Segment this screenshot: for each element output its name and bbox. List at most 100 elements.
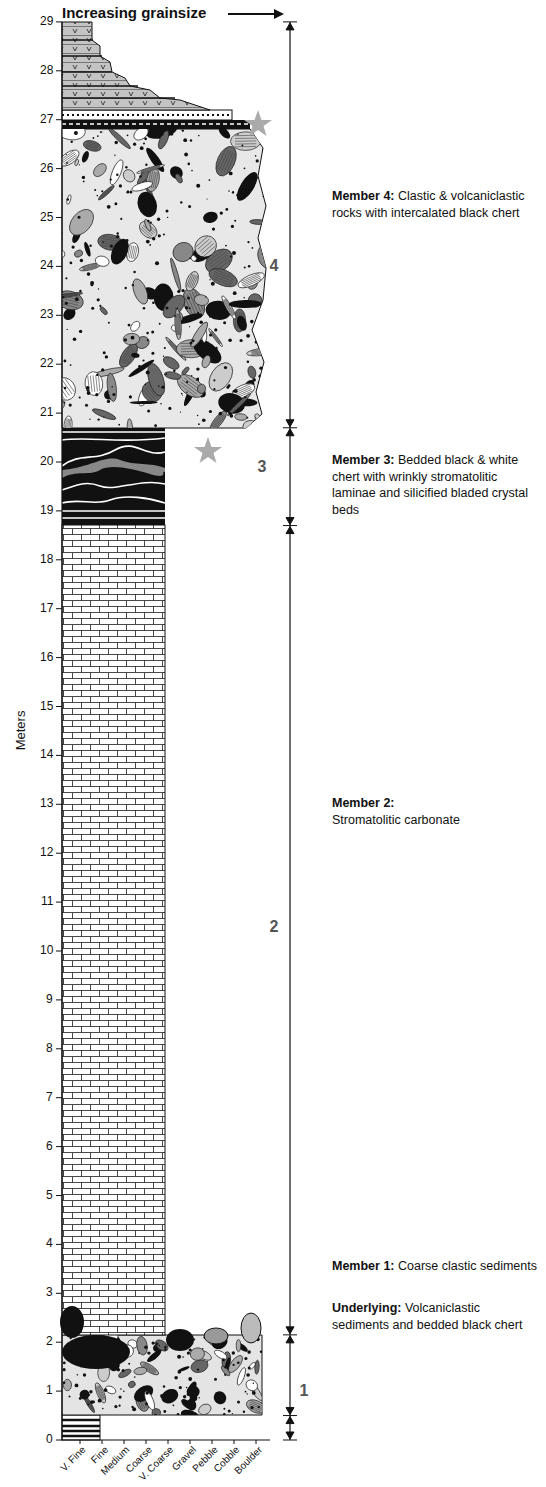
grain (114, 202, 117, 205)
axis-tick (56, 462, 62, 463)
grain (125, 166, 127, 168)
clast (57, 147, 82, 169)
grain (160, 1394, 164, 1398)
grain (63, 1382, 66, 1385)
grain (259, 367, 262, 370)
clast (99, 306, 108, 316)
clast-lamina (214, 415, 225, 429)
grain (91, 307, 94, 310)
member-number: 4 (270, 257, 279, 275)
clast-lamina (62, 380, 72, 394)
grain (173, 370, 176, 373)
clast-lamina (215, 416, 226, 430)
grain (122, 1369, 125, 1372)
clast (193, 293, 209, 306)
clast-lamina (85, 147, 97, 151)
grain (247, 417, 249, 419)
grain (107, 400, 110, 403)
clast (91, 407, 117, 422)
grain (260, 423, 262, 425)
grain (202, 1348, 204, 1350)
grain (192, 339, 195, 342)
clast (236, 270, 266, 291)
clast-lamina (225, 299, 234, 315)
clast (235, 314, 249, 332)
clast-lamina (96, 375, 98, 392)
grain (213, 388, 215, 390)
grain (154, 424, 157, 427)
grain (88, 1394, 90, 1396)
axis-tick (56, 21, 62, 22)
grain (152, 1356, 156, 1360)
grain (97, 298, 100, 301)
grain (262, 149, 266, 153)
axis-tick (256, 1440, 257, 1444)
grain (156, 1342, 159, 1345)
grain (132, 1407, 136, 1411)
axis-tick (56, 1146, 62, 1147)
clast (190, 1347, 206, 1361)
grain (213, 379, 215, 381)
grain (119, 1405, 121, 1407)
clast-lamina (66, 419, 68, 432)
grain (164, 347, 166, 349)
grain (205, 296, 206, 297)
axis-title: Increasing grainsize (62, 4, 206, 21)
grain (77, 1374, 79, 1376)
grain (98, 1399, 102, 1403)
axis-number: 17 (40, 602, 53, 616)
clast-lamina (243, 279, 261, 287)
axis-tick (234, 1440, 235, 1444)
axis-number: 3 (46, 1286, 53, 1300)
grain (79, 290, 81, 292)
bracket-arrow (286, 527, 294, 534)
axis-tick (80, 1440, 81, 1444)
grain (209, 316, 211, 318)
grain (142, 359, 144, 361)
clast (57, 250, 65, 259)
clast-lamina (84, 1398, 91, 1410)
clast (197, 1402, 213, 1417)
grain (100, 131, 102, 133)
clast-lamina (122, 347, 132, 363)
grain (207, 1361, 209, 1363)
clast (188, 320, 210, 349)
clast-lamina (178, 314, 179, 336)
clast-lamina (213, 414, 224, 428)
grain (103, 416, 104, 417)
axis-number: 11 (41, 895, 53, 909)
axis-number: 26 (40, 162, 53, 176)
grain (70, 262, 73, 265)
grain (262, 328, 264, 330)
grain (223, 321, 226, 324)
grain (163, 234, 165, 236)
clast (236, 1339, 241, 1351)
member-description: Member 2:Stromatolitic carbonate (332, 795, 540, 828)
axis-tick (56, 755, 62, 756)
clast-lamina (177, 314, 178, 336)
axis-number: 10 (40, 944, 53, 958)
axis-tick (124, 1440, 125, 1444)
grain (259, 374, 263, 378)
clast (80, 150, 90, 163)
clast (244, 1397, 267, 1416)
grain (90, 283, 93, 286)
grain (117, 1368, 121, 1372)
clast (93, 1382, 108, 1405)
clast-lamina (236, 388, 252, 395)
clast (220, 295, 238, 321)
grain (175, 308, 176, 309)
grain (95, 393, 98, 396)
grain (145, 384, 146, 385)
grain (182, 1356, 184, 1358)
axis-tick (212, 1440, 213, 1444)
grain (74, 131, 78, 135)
axis-tick (168, 1440, 169, 1444)
grain (232, 1351, 235, 1354)
axis-tick (56, 1244, 62, 1245)
axis-tick (146, 1440, 147, 1444)
grain (65, 302, 68, 305)
grain (108, 322, 110, 324)
grain (219, 412, 223, 416)
clast-lamina (231, 397, 247, 412)
